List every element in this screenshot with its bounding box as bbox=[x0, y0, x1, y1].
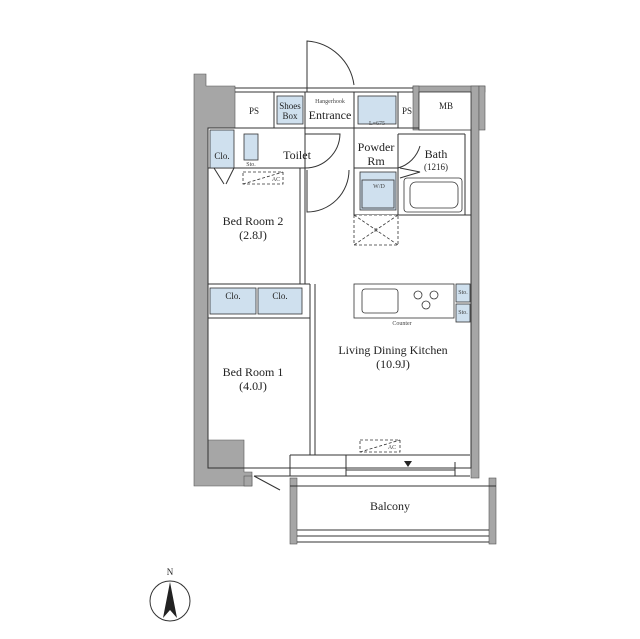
storage-1-label: Sto. bbox=[458, 290, 468, 296]
burner-2 bbox=[429, 290, 439, 300]
entrance-arrow bbox=[404, 461, 412, 467]
shoes-box-text-2: Box bbox=[282, 111, 298, 122]
south-wall bbox=[243, 475, 253, 487]
bed-room-2-size: (2.8J) bbox=[239, 227, 267, 242]
storage-2-label: Sto. bbox=[458, 310, 468, 316]
white-fixtures bbox=[242, 171, 463, 453]
bath-folding-door bbox=[399, 167, 421, 179]
east-wall bbox=[470, 85, 480, 479]
powder-door bbox=[397, 136, 421, 169]
doors bbox=[213, 40, 421, 491]
bed-room-1-size: (4.0J) bbox=[239, 378, 267, 393]
toilet-label: Toilet bbox=[283, 148, 311, 162]
mb-label: MB bbox=[438, 101, 453, 111]
ldk-name: Living Dining Kitchen bbox=[338, 343, 448, 357]
shoes-box-label: Shoes Box bbox=[277, 101, 303, 122]
ps-right-label: PS bbox=[401, 106, 412, 116]
compass-needle bbox=[163, 582, 177, 618]
toilet-door bbox=[304, 133, 341, 169]
lamp-label: L=675 bbox=[368, 121, 386, 127]
compass bbox=[149, 580, 191, 622]
bath-label: Bath (1216) bbox=[414, 147, 458, 172]
powder-label: Powder Rm bbox=[354, 140, 398, 169]
ldk-size: (10.9J) bbox=[376, 356, 410, 371]
storage-2 bbox=[455, 303, 471, 323]
closet-b bbox=[257, 287, 303, 315]
fixtures bbox=[209, 95, 471, 323]
bath-name: Bath bbox=[424, 147, 448, 161]
burner-3 bbox=[421, 300, 431, 310]
ac-2-label: AC bbox=[387, 445, 397, 451]
closet-small-label: Clo. bbox=[214, 151, 230, 161]
bed-room-1-label: Bed Room 1 (4.0J) bbox=[218, 365, 288, 394]
bed-room-2-label: Bed Room 2 (2.8J) bbox=[218, 214, 288, 243]
mb-box bbox=[418, 91, 472, 131]
bath-size: (1216) bbox=[424, 161, 448, 172]
shoes-box-text-1: Shoes bbox=[279, 101, 301, 111]
compass-ring bbox=[149, 580, 191, 622]
powder-name-2: Rm bbox=[367, 153, 385, 168]
bed-room-1-name: Bed Room 1 bbox=[222, 365, 284, 379]
hall-door bbox=[306, 169, 350, 213]
hanger-hook-label: Hangerhook bbox=[315, 99, 345, 105]
wd-pan bbox=[361, 179, 395, 209]
small-door-clo bbox=[213, 167, 235, 185]
interior-walls bbox=[207, 87, 496, 543]
fridge-label: R bbox=[373, 228, 378, 234]
counter-label: Counter bbox=[392, 321, 412, 327]
ac-diag-1 bbox=[242, 171, 284, 185]
shelf-entrance bbox=[357, 95, 397, 125]
bathtub-inner bbox=[409, 181, 459, 209]
ps-left-label: PS bbox=[248, 106, 259, 116]
powder-name: Powder bbox=[357, 140, 395, 154]
compass-north-label: N bbox=[166, 567, 174, 577]
entrance-door bbox=[306, 40, 355, 92]
closet-b-label: Clo. bbox=[272, 291, 288, 301]
fridge-x2 bbox=[353, 214, 399, 246]
closet-a-label: Clo. bbox=[225, 291, 241, 301]
toilet-fixture bbox=[243, 133, 259, 161]
balcony-rail-left bbox=[289, 477, 298, 545]
closet-small bbox=[209, 129, 235, 169]
wd-label: W/D bbox=[373, 184, 385, 190]
exterior-walls bbox=[193, 73, 497, 545]
shelf-label: Sto. bbox=[246, 162, 256, 168]
balcony-label: Balcony bbox=[370, 499, 410, 513]
ac-diag-2 bbox=[359, 439, 401, 453]
closet-a bbox=[209, 287, 257, 315]
ldk-label: Living Dining Kitchen (10.9J) bbox=[330, 343, 456, 372]
burner-1 bbox=[413, 290, 423, 300]
bedroom1-door-arc bbox=[253, 475, 290, 491]
balcony-rail-right bbox=[488, 477, 497, 545]
storage-1 bbox=[455, 283, 471, 303]
kitchen-sink bbox=[361, 288, 399, 314]
bed-room-2-name: Bed Room 2 bbox=[222, 214, 284, 228]
entrance-label: Entrance bbox=[308, 108, 352, 122]
ac-1-label: AC bbox=[271, 177, 281, 183]
east-wall-cap bbox=[478, 85, 486, 131]
shoes-box bbox=[276, 95, 304, 125]
